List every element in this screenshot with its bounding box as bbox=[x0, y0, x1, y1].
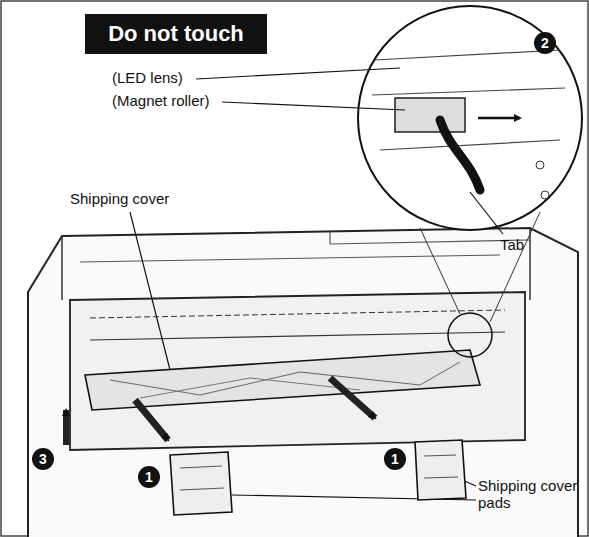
callout-number: 2 bbox=[534, 32, 556, 54]
part-name: Shipping cover bbox=[70, 190, 169, 207]
callout-number: 1 bbox=[384, 448, 406, 470]
part-name: (Magnet roller) bbox=[112, 92, 210, 109]
callout-number: 3 bbox=[32, 448, 54, 470]
part-name: Shipping cover pads bbox=[478, 477, 583, 512]
part-name: Tab bbox=[500, 236, 524, 253]
warning-banner: Do not touch bbox=[85, 14, 267, 54]
part-name: (LED lens) bbox=[112, 69, 183, 86]
callout-number: 1 bbox=[138, 466, 160, 488]
banner-text: Do not touch bbox=[108, 21, 244, 47]
